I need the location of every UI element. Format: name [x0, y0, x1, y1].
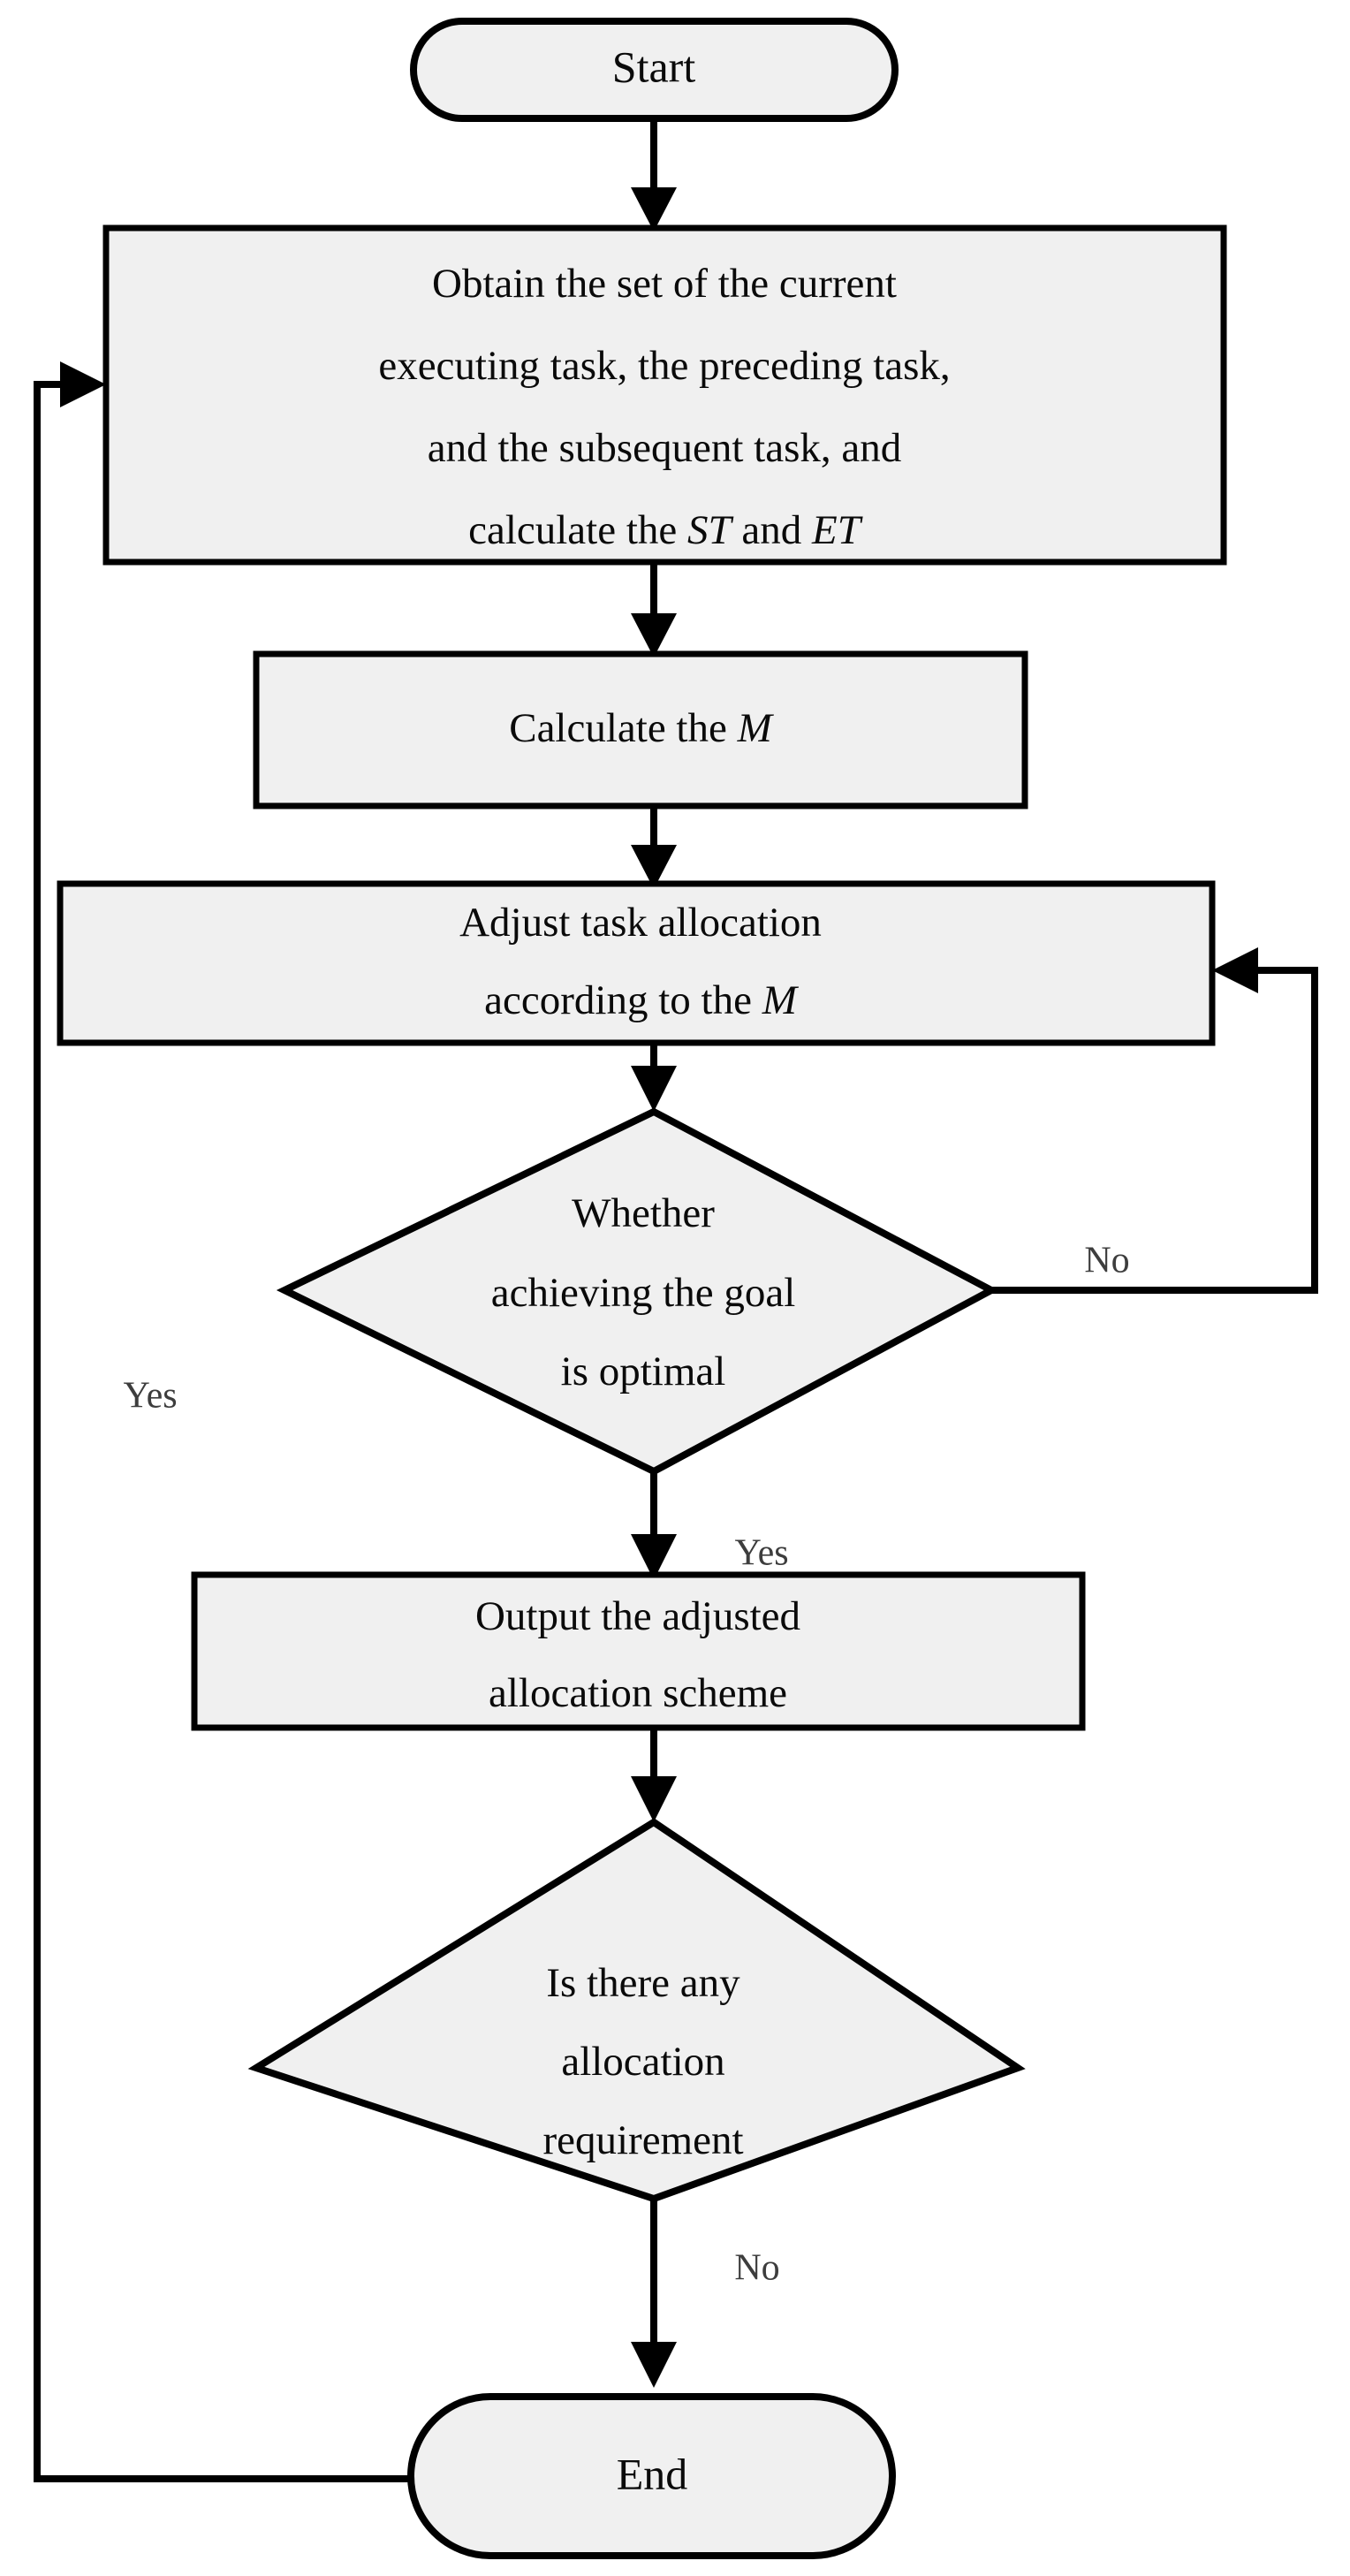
edge-label-requirement-no: No: [734, 2248, 779, 2289]
arrowhead-obtain-to-calculate: [631, 613, 677, 657]
obtain-shape: [102, 224, 1227, 566]
decision-goal-line-1: Whether: [572, 1190, 715, 1236]
obtain-line-1: Obtain the set of the current: [432, 261, 897, 307]
output-line-2: allocation scheme: [489, 1670, 787, 1716]
edge-label-goal-yes-left: Yes: [123, 1376, 177, 1417]
calculate-m-prefix: Calculate the: [509, 705, 737, 751]
start-label: Start: [612, 42, 696, 91]
output-shape: [191, 1571, 1086, 1731]
decision-requirement-line-1: Is there any: [546, 1960, 740, 2006]
end-shape: [407, 2393, 896, 2559]
calculate-m-italic: M: [737, 705, 775, 751]
decision-goal-line-2: achieving the goal: [491, 1270, 796, 1316]
node-end[interactable]: End: [407, 2393, 896, 2559]
node-adjust[interactable]: Adjust task allocation according to the …: [57, 880, 1216, 1046]
arrowhead-goal-yes-to-output: [631, 1534, 677, 1580]
adjust-line-1: Adjust task allocation: [459, 900, 822, 946]
arrowhead-end-feedback-loop: [60, 361, 106, 407]
arrowhead-output-to-decision-requirement: [631, 1776, 677, 1822]
obtain-line-2: executing task, the preceding task,: [378, 343, 950, 389]
adjust-line-2-prefix: according to the: [484, 977, 762, 1023]
edge-label-goal-no: No: [1084, 1241, 1129, 1281]
arrowhead-requirement-no-to-end: [631, 2342, 677, 2388]
connector-end-feedback-loop: [34, 381, 411, 2482]
calculate-m-shape: [253, 650, 1028, 809]
obtain-line-4-prefix: calculate the: [468, 507, 687, 553]
node-decision-requirement[interactable]: Is there any allocation requirement: [247, 1818, 1026, 2203]
adjust-line-2-italic: M: [762, 977, 800, 1023]
arrowhead-calculate-to-adjust: [631, 845, 677, 889]
decision-requirement-shape: [247, 1818, 1026, 2203]
adjust-shape: [57, 880, 1216, 1046]
decision-requirement-line-3: requirement: [542, 2117, 743, 2163]
decision-goal-line-3: is optimal: [561, 1349, 726, 1394]
edge-label-goal-yes-down: Yes: [734, 1533, 788, 1574]
arrowhead-adjust-to-decision-goal: [631, 1066, 677, 1112]
output-line-1: Output the adjusted: [475, 1593, 800, 1639]
node-start[interactable]: Start: [410, 18, 899, 122]
decision-requirement-line-2: allocation: [561, 2039, 724, 2085]
connector-goal-no-loop: [991, 967, 1318, 1294]
obtain-line-4-mid: and: [732, 507, 812, 553]
node-output[interactable]: Output the adjusted allocation scheme: [191, 1571, 1086, 1731]
node-obtain[interactable]: Obtain the set of the current executing …: [102, 224, 1227, 566]
obtain-line-4-st: ST: [687, 507, 734, 553]
arrowhead-start-to-obtain: [631, 187, 677, 232]
obtain-line-3: and the subsequent task, and: [428, 425, 901, 471]
decision-goal-shape: [276, 1107, 999, 1476]
arrowhead-goal-no-loop: [1212, 947, 1258, 993]
node-decision-goal[interactable]: Whether achieving the goal is optimal: [276, 1107, 999, 1476]
obtain-line-4: calculate the ST and ET: [468, 507, 863, 553]
node-calculate-m[interactable]: Calculate the M: [253, 650, 1028, 809]
start-shape: [410, 18, 899, 122]
calculate-m-label: Calculate the M: [509, 705, 774, 751]
adjust-line-2: according to the M: [484, 977, 800, 1023]
end-label: End: [617, 2449, 688, 2498]
obtain-line-4-et: ET: [811, 507, 863, 553]
